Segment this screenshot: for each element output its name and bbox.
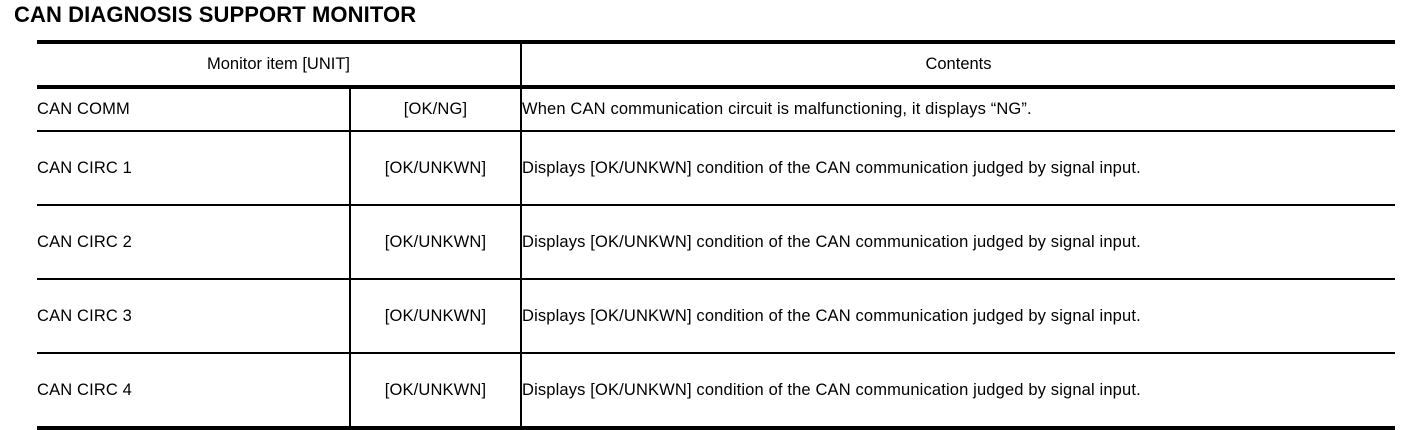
monitor-item-unit: [OK/UNKWN] [384,306,487,325]
table-row: CAN COMM [OK/NG] When CAN communication … [37,87,1395,132]
monitor-item-name: CAN CIRC 2 [37,232,133,251]
cell-unit: [OK/NG] [350,87,522,132]
cell-monitor-item: CAN CIRC 3 [37,279,351,354]
contents-description: Displays [OK/UNKWN] condition of the CAN… [522,380,1141,399]
cell-unit: [OK/UNKWN] [350,205,522,280]
cell-contents: Displays [OK/UNKWN] condition of the CAN… [521,131,1395,206]
column-header-contents-label: Contents [925,55,992,73]
cell-contents: Displays [OK/UNKWN] condition of the CAN… [521,353,1395,430]
monitor-item-name: CAN CIRC 1 [37,158,133,177]
table-row: CAN CIRC 1 [OK/UNKWN] Displays [OK/UNKWN… [37,131,1395,206]
monitor-item-unit: [OK/UNKWN] [384,232,487,251]
contents-description: Displays [OK/UNKWN] condition of the CAN… [522,306,1141,325]
monitor-item-name: CAN COMM [37,100,130,118]
can-diagnosis-support-monitor-table: Monitor item [UNIT] Contents CAN COMM [O… [37,40,1395,430]
monitor-item-name: CAN CIRC 4 [37,380,133,399]
monitor-item-unit: [OK/NG] [403,100,468,118]
cell-unit: [OK/UNKWN] [350,279,522,354]
page-title: CAN DIAGNOSIS SUPPORT MONITOR [14,2,417,27]
monitor-item-name: CAN CIRC 3 [37,306,133,325]
monitor-item-unit: [OK/UNKWN] [384,158,487,177]
cell-contents: Displays [OK/UNKWN] condition of the CAN… [521,279,1395,354]
cell-monitor-item: CAN CIRC 4 [37,353,351,430]
cell-monitor-item: CAN CIRC 1 [37,131,351,206]
table-header: Monitor item [UNIT] Contents [37,40,1395,89]
contents-description: Displays [OK/UNKWN] condition of the CAN… [522,158,1141,177]
contents-description: When CAN communication circuit is malfun… [522,100,1032,118]
table-body: CAN COMM [OK/NG] When CAN communication … [37,87,1395,430]
table-row: CAN CIRC 3 [OK/UNKWN] Displays [OK/UNKWN… [37,279,1395,354]
table-row: CAN CIRC 2 [OK/UNKWN] Displays [OK/UNKWN… [37,205,1395,280]
cell-monitor-item: CAN COMM [37,87,351,132]
contents-description: Displays [OK/UNKWN] condition of the CAN… [522,232,1141,251]
table-row: CAN CIRC 4 [OK/UNKWN] Displays [OK/UNKWN… [37,353,1395,430]
table-header-row: Monitor item [UNIT] Contents [37,40,1395,89]
cell-contents: Displays [OK/UNKWN] condition of the CAN… [521,205,1395,280]
column-header-monitor-item-label: Monitor item [UNIT] [206,55,351,73]
monitor-item-unit: [OK/UNKWN] [384,380,487,399]
cell-unit: [OK/UNKWN] [350,353,522,430]
cell-contents: When CAN communication circuit is malfun… [521,87,1395,132]
column-header-contents: Contents [521,40,1395,89]
cell-unit: [OK/UNKWN] [350,131,522,206]
cell-monitor-item: CAN CIRC 2 [37,205,351,280]
column-header-monitor-item: Monitor item [UNIT] [37,40,522,89]
